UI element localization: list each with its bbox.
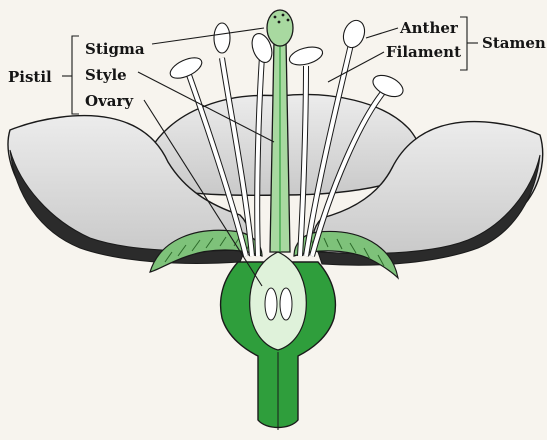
label-ovary: Ovary	[85, 92, 134, 110]
stigma	[267, 10, 293, 46]
label-stigma: Stigma	[85, 40, 145, 58]
pistil-bracket	[72, 36, 79, 114]
stigma-dot	[274, 16, 277, 19]
label-pistil: Pistil	[8, 68, 52, 86]
label-anther: Anther	[399, 19, 459, 37]
anther-4	[288, 44, 325, 68]
ovule-right	[280, 288, 292, 320]
stamen-bracket	[460, 17, 467, 70]
label-style: Style	[85, 66, 127, 84]
leader-stigma	[152, 28, 264, 44]
stigma-dot	[278, 21, 281, 24]
stigma-dot	[287, 19, 290, 22]
label-stamen: Stamen	[482, 34, 546, 52]
stigma-dot	[282, 14, 285, 17]
label-filament: Filament	[386, 43, 461, 61]
anther-2	[214, 23, 230, 53]
ovule-left	[265, 288, 277, 320]
anther-5	[340, 17, 368, 50]
leader-anther	[366, 28, 398, 38]
anther-1	[167, 54, 205, 83]
anther-6	[370, 71, 407, 101]
